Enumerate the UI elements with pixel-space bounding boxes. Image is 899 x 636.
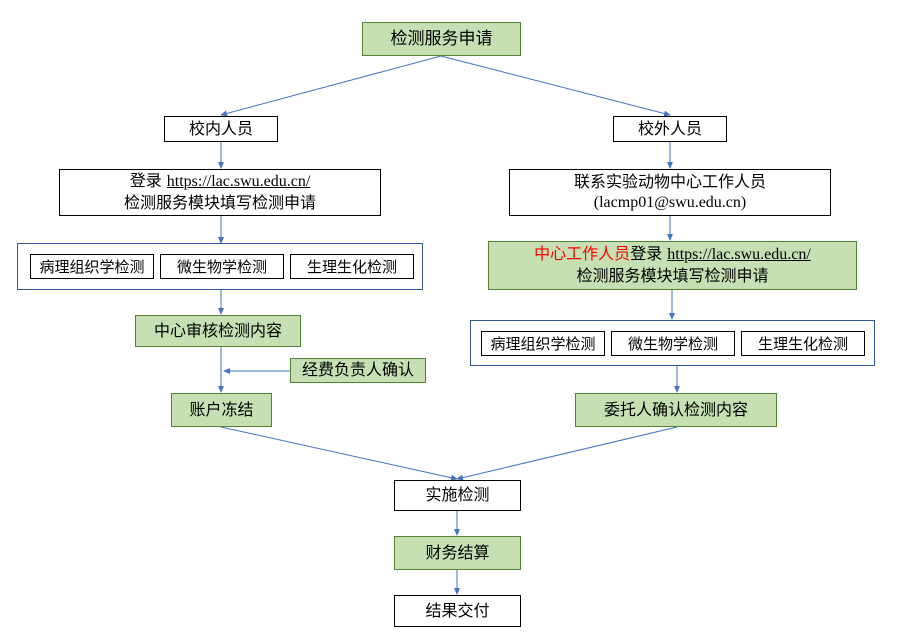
execute-node: 实施检测	[394, 480, 521, 511]
edge-client-execute	[456, 426, 678, 481]
edge-apply-external	[440, 55, 671, 117]
edge-freeze-execute	[220, 426, 458, 481]
left-test-microbiology: 微生物学检测	[160, 254, 284, 279]
external-node: 校外人员	[613, 116, 727, 142]
freeze-node: 账户冻结	[171, 393, 272, 427]
staff-login-link[interactable]: https://lac.swu.edu.cn/	[667, 246, 811, 264]
funding-confirm-node: 经费负责人确认	[290, 358, 426, 383]
client-confirm-node: 委托人确认检测内容	[575, 393, 777, 427]
internal-login-link[interactable]: https://lac.swu.edu.cn/	[166, 173, 311, 191]
contact-staff-node: 联系实验动物中心工作人员 (lacmp01@swu.edu.cn)	[509, 169, 831, 216]
review-node: 中心审核检测内容	[135, 315, 301, 347]
apply-node: 检测服务申请	[362, 22, 521, 56]
left-test-pathology: 病理组织学检测	[30, 254, 154, 279]
right-tests-group: 病理组织学检测 微生物学检测 生理生化检测	[470, 320, 875, 366]
staff-login-node: 中心工作人员登录 https://lac.swu.edu.cn/ 检测服务模块填…	[488, 241, 857, 290]
internal-node: 校内人员	[164, 116, 278, 142]
right-test-microbiology: 微生物学检测	[611, 331, 735, 356]
left-test-physiology: 生理生化检测	[290, 254, 414, 279]
right-test-physiology: 生理生化检测	[741, 331, 865, 356]
settle-node: 财务结算	[394, 536, 521, 570]
internal-login-node: 登录 https://lac.swu.edu.cn/ 检测服务模块填写检测申请	[59, 169, 381, 216]
edge-apply-internal	[220, 55, 442, 117]
right-test-pathology: 病理组织学检测	[481, 331, 605, 356]
deliver-node: 结果交付	[394, 595, 521, 627]
left-tests-group: 病理组织学检测 微生物学检测 生理生化检测	[17, 243, 423, 290]
